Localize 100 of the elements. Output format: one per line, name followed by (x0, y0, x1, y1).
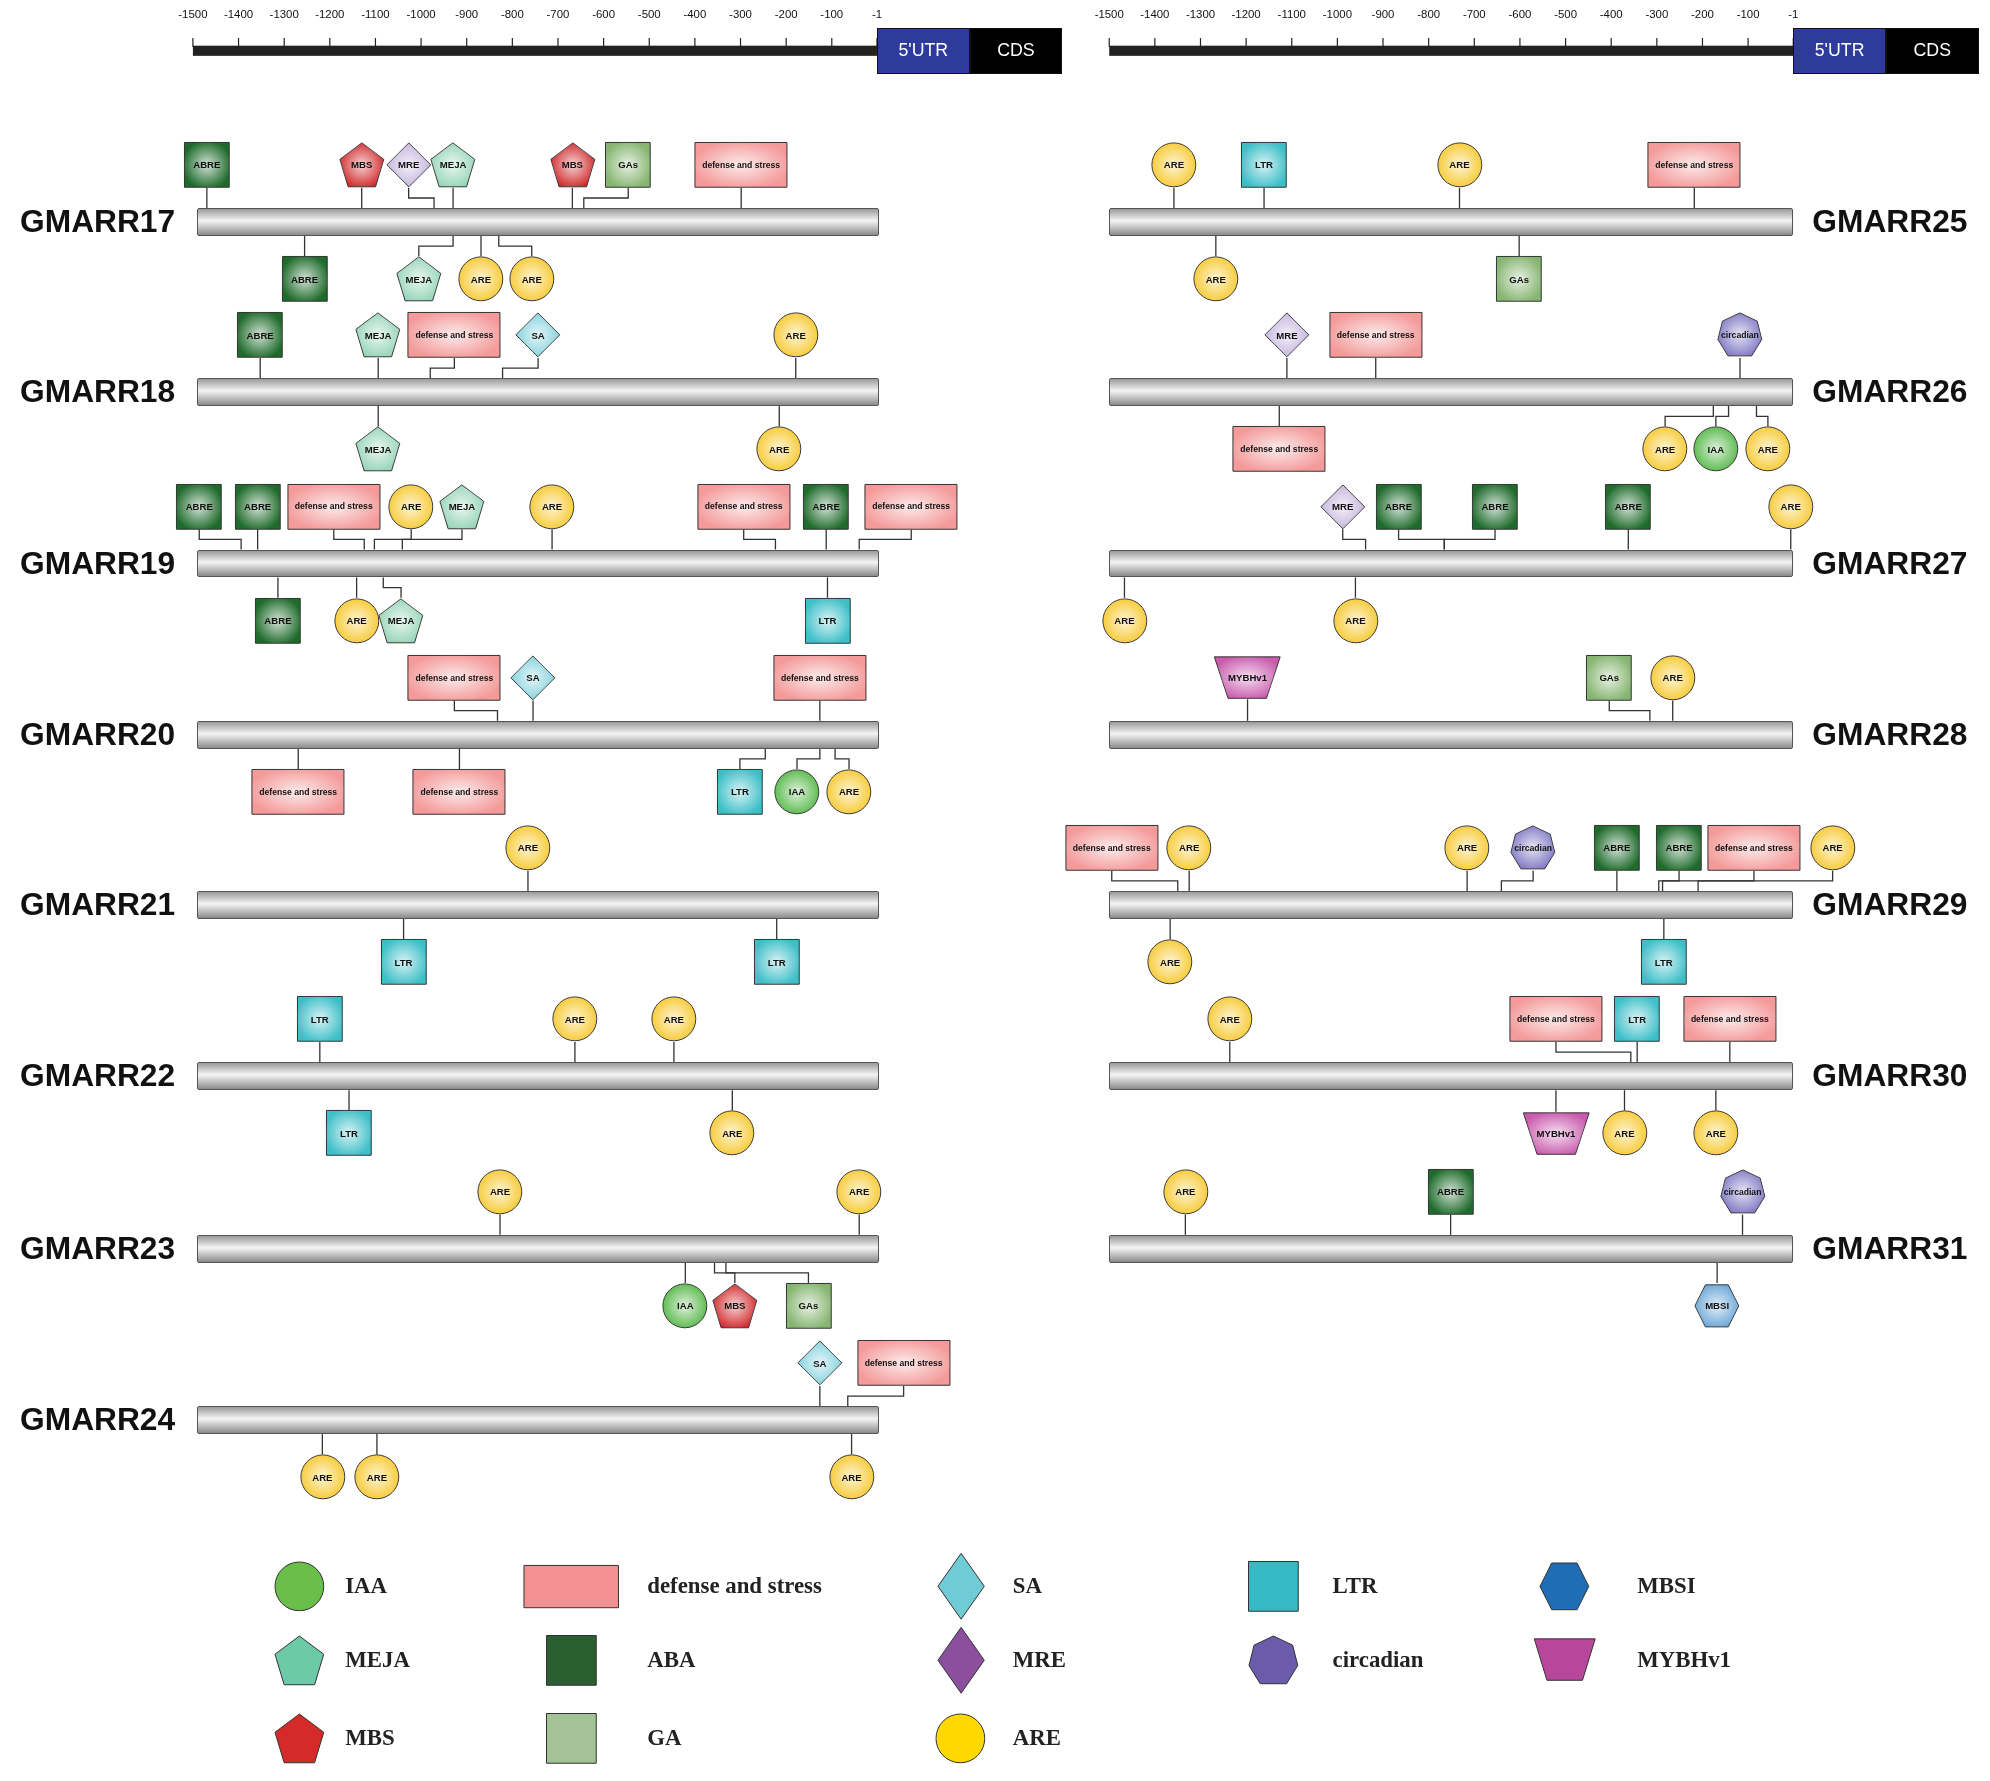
circle-marker: ARE (552, 996, 598, 1042)
leader-line (532, 699, 534, 722)
legend-label: defense and stress (647, 1572, 822, 1601)
leader-line (713, 1262, 736, 1284)
leader-line (1555, 1089, 1557, 1113)
leader-line (1663, 918, 1665, 940)
circle-marker: ARE (388, 483, 435, 530)
rect-marker: defense and stress (1232, 426, 1327, 473)
circle-marker: ARE (836, 1168, 883, 1215)
leader-line (743, 528, 777, 551)
circle-marker: ARE (1649, 654, 1696, 701)
hexagon-marker: MBSI (1694, 1283, 1740, 1329)
square-marker: LTR (296, 996, 343, 1042)
region-box: 5'UTR (876, 27, 970, 74)
leader-line (501, 357, 539, 379)
gene-label: GMARR31 (1812, 1228, 1968, 1268)
rect-marker: defense and stress (1682, 996, 1777, 1042)
circle-marker: ARE (1436, 142, 1483, 188)
circle-marker: ARE (458, 256, 504, 303)
gene-label: GMARR27 (1812, 543, 1968, 583)
gene-label: GMARR21 (20, 885, 176, 925)
square-marker: ABRE (1656, 824, 1702, 871)
leader-line (1697, 870, 1834, 892)
gene-label: GMARR22 (20, 1056, 176, 1096)
square-marker: LTR (1641, 939, 1687, 985)
region-box: CDS (1885, 27, 1979, 74)
circle-marker: ARE (1332, 597, 1379, 644)
square-marker: GAs (605, 142, 652, 188)
circle-marker: ARE (1151, 142, 1197, 188)
circle-marker: ARE (651, 996, 697, 1042)
leader-line (480, 235, 482, 257)
leader-line (1354, 576, 1357, 599)
leader-line (348, 1089, 350, 1112)
circle-marker: ARE (529, 483, 575, 530)
circle-marker: ARE (756, 426, 803, 473)
pentagon-marker: MBS (711, 1283, 758, 1329)
leader-line (858, 1213, 860, 1236)
tick-label: -1200 (315, 7, 345, 20)
circle-marker: IAA (662, 1283, 709, 1329)
tick-label: -1 (1788, 7, 1799, 20)
tick-label: -300 (1645, 7, 1669, 20)
leader-line (684, 1262, 686, 1284)
circle-marker: ARE (1809, 824, 1856, 871)
leader-line (1627, 528, 1629, 551)
leader-line (356, 576, 358, 599)
leader-line (198, 528, 242, 551)
tick-label: -400 (683, 7, 707, 20)
trapezoid-marker: MYBHv1 (1213, 656, 1282, 700)
leader-line (1518, 235, 1520, 257)
leader-line (551, 528, 553, 551)
pentagon-marker: MEJA (355, 312, 402, 358)
pentagon-marker: MBS (338, 142, 385, 188)
legend-label: MRE (1012, 1645, 1067, 1674)
rect-marker: defense and stress (856, 1340, 951, 1386)
leader-line (858, 528, 912, 551)
square-marker: LTR (753, 939, 800, 985)
leader-line (1246, 698, 1249, 722)
leader-line (731, 1089, 733, 1112)
leader-line (795, 357, 797, 379)
tick-label: -800 (500, 7, 524, 20)
diamond-marker: SA (797, 1340, 843, 1386)
trapezoid-marker: MYBHv1 (1521, 1111, 1591, 1155)
circle-marker: ARE (1642, 426, 1688, 473)
pentagon-marker: MEJA (378, 597, 424, 644)
diamond-marker: SA (510, 654, 556, 701)
region-box: CDS (969, 27, 1063, 74)
tick-label: -500 (1554, 7, 1577, 20)
heptagon-marker: circadian (1719, 1168, 1766, 1215)
leader-line (1716, 1262, 1718, 1284)
rect-marker: defense and stress (696, 483, 791, 530)
leader-line (1715, 405, 1730, 428)
tick-label: -800 (1417, 7, 1441, 20)
leader-line (453, 699, 499, 722)
legend-label: circadian (1332, 1645, 1424, 1674)
heptagon-marker: circadian (1510, 824, 1556, 871)
leader-line (1739, 357, 1741, 379)
square-marker: ABRE (184, 142, 230, 188)
leader-line (673, 1041, 675, 1063)
tick-label: -400 (1599, 7, 1623, 20)
circle-marker: ARE (1166, 824, 1212, 871)
leader-line (319, 1041, 321, 1063)
square-marker: ABRE (803, 483, 850, 530)
circle-marker: ARE (1745, 426, 1791, 473)
leader-line (574, 1041, 576, 1063)
circle-marker: ARE (1147, 939, 1193, 985)
leader-line (1458, 187, 1461, 209)
gene-label: GMARR29 (1812, 885, 1968, 925)
leader-line (571, 187, 574, 209)
gene-label: GMARR28 (1812, 714, 1968, 754)
legend-label: ARE (1012, 1724, 1061, 1753)
rect-marker: defense and stress (694, 142, 789, 188)
circle-marker: ARE (477, 1168, 523, 1215)
leader-line (725, 1262, 810, 1284)
pentagon-marker: MEJA (355, 426, 402, 473)
gene-label: GMARR18 (20, 372, 176, 412)
leader-line (527, 870, 529, 892)
leader-line (1123, 576, 1126, 599)
tick-label: -1 (871, 7, 883, 20)
rect-marker: defense and stress (407, 312, 502, 358)
square-marker: ABRE (234, 483, 281, 530)
